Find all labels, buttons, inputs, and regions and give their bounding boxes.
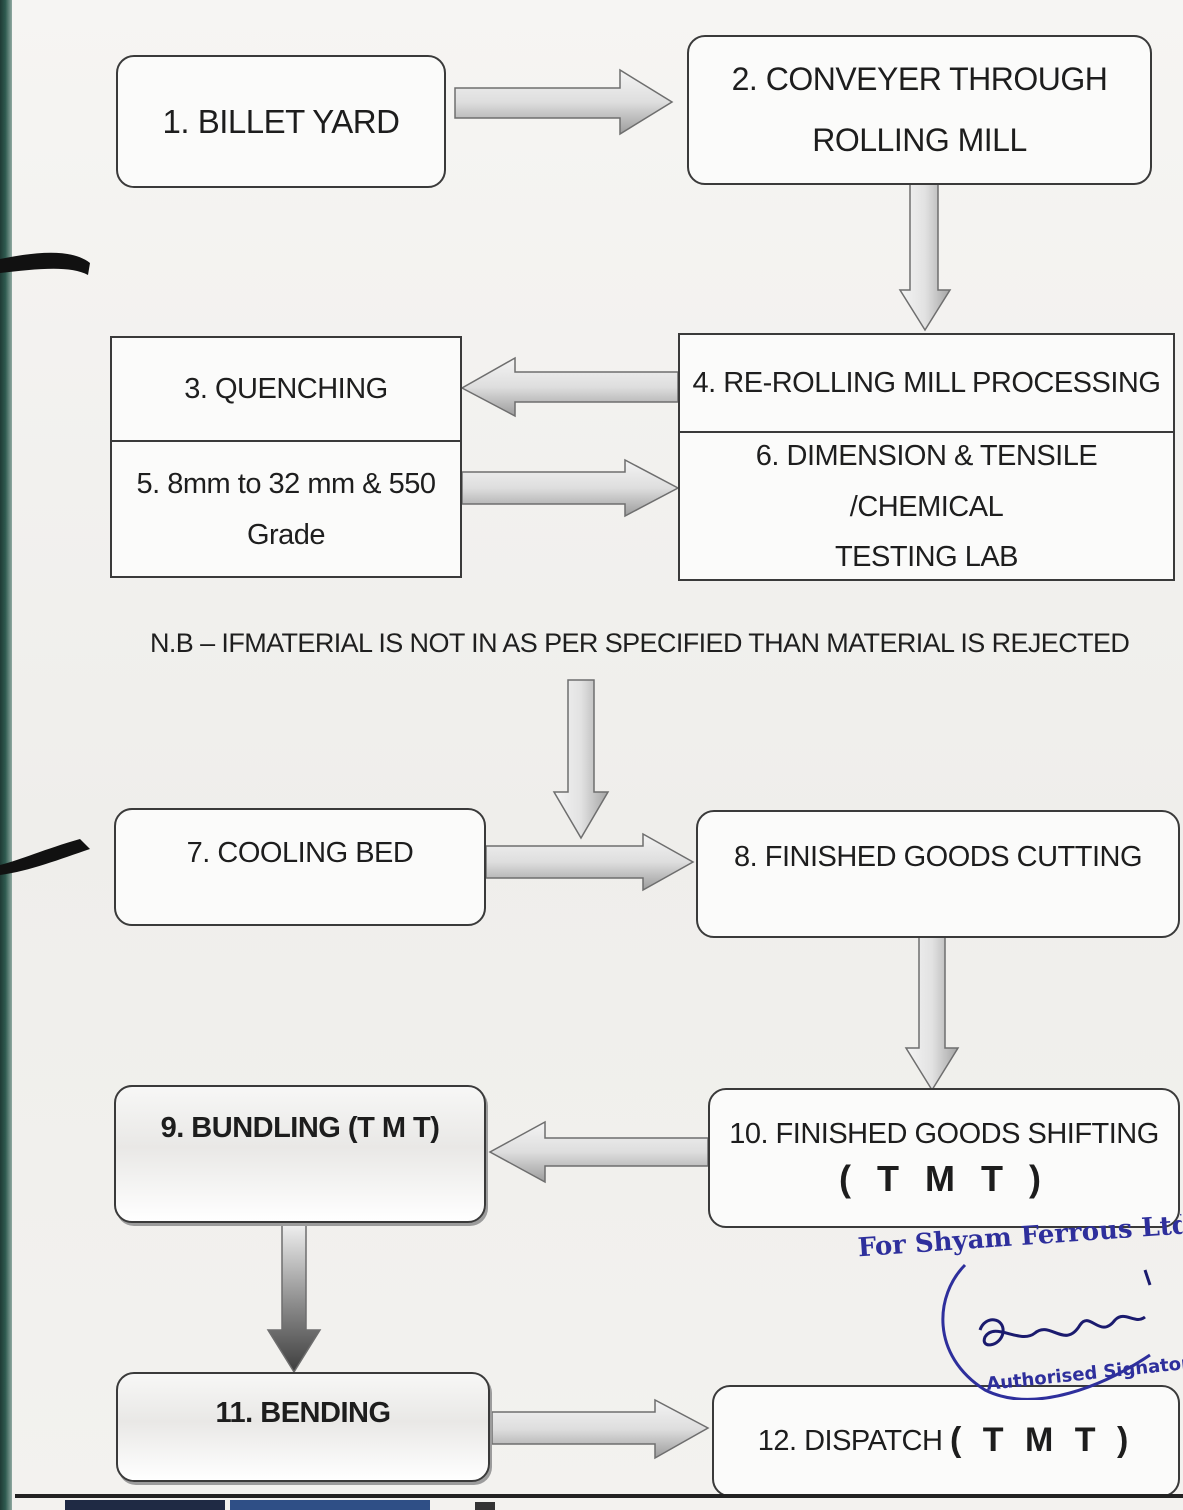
step-finished-goods-cutting: 8. FINISHED GOODS CUTTING (696, 810, 1180, 938)
step-label: 10. FINISHED GOODS SHIFTING (729, 1117, 1159, 1150)
step-billet-yard: 1. BILLET YARD (116, 55, 446, 188)
step-label: 11. BENDING (215, 1397, 392, 1429)
step-label: 2. CONVEYER THROUGH (731, 61, 1108, 98)
arrow-right-icon (485, 832, 695, 892)
step-conveyer-through-rolling-mill: 2. CONVEYER THROUGH ROLLING MILL (687, 35, 1152, 185)
step-label: 6. DIMENSION & TENSILE /CHEMICAL (755, 439, 1098, 523)
tmt-label: ( T M T ) (839, 1158, 1049, 1200)
footer-strip (15, 1494, 1183, 1510)
arrow-down-icon (904, 935, 960, 1092)
binder-ring-icon (0, 252, 90, 275)
step-label: 12. DISPATCH (757, 1424, 950, 1457)
arrow-down-icon (898, 181, 952, 332)
step-label: 8. FINISHED GOODS CUTTING (733, 841, 1143, 873)
step-re-rolling-mill-processing: 4. RE-ROLLING MILL PROCESSING (680, 335, 1173, 431)
tmt-label: ( T M T ) (949, 1421, 1135, 1460)
step-cooling-bed: 7. COOLING BED (114, 808, 486, 926)
step-bending: 11. BENDING (116, 1372, 490, 1482)
step-dispatch: 12. DISPATCH ( T M T ) (712, 1385, 1180, 1497)
step-label: ROLLING MILL (812, 122, 1027, 158)
panel-divider (112, 440, 460, 442)
step-size-grade: 5. 8mm to 32 mm & 550 Grade (112, 442, 460, 578)
step-label: TESTING LAB (834, 541, 1019, 574)
arrow-right-icon (461, 458, 680, 518)
binder-ring-icon (0, 839, 90, 875)
step-testing-lab: 6. DIMENSION & TENSILE /CHEMICAL TESTING… (680, 433, 1173, 581)
arrow-down-icon (552, 679, 610, 840)
arrow-right-icon (454, 68, 674, 136)
signature-stamp: Authorised Signatory (941, 1263, 1183, 1400)
step-label: 4. RE-ROLLING MILL PROCESSING (692, 366, 1161, 399)
arrow-right-icon (491, 1398, 710, 1460)
arrow-left-icon (460, 356, 679, 418)
binder-spine (0, 0, 12, 1510)
step-label: 1. BILLET YARD (162, 102, 400, 140)
arrow-down-icon (266, 1223, 322, 1374)
step-bundling: 9. BUNDLING (T M T) (114, 1085, 486, 1223)
step-label: Grade (246, 519, 326, 551)
arrow-left-icon (488, 1120, 709, 1184)
quenching-grade-panel: 3. QUENCHING 5. 8mm to 32 mm & 550 Grade (110, 336, 462, 578)
step-finished-goods-shifting: 10. FINISHED GOODS SHIFTING ( T M T ) (708, 1088, 1180, 1228)
step-label: 9. BUNDLING (T M T) (160, 1112, 440, 1144)
step-label: 7. COOLING BED (186, 837, 414, 869)
rejection-note: N.B – IFMATERIAL IS NOT IN AS PER SPECIF… (150, 628, 1130, 658)
step-label: 3. QUENCHING (184, 372, 388, 405)
panel-divider (680, 431, 1173, 433)
processing-lab-panel: 4. RE-ROLLING MILL PROCESSING 6. DIMENSI… (678, 333, 1175, 581)
step-quenching: 3. QUENCHING (112, 338, 460, 440)
step-label: 5. 8mm to 32 mm & 550 (136, 468, 436, 501)
